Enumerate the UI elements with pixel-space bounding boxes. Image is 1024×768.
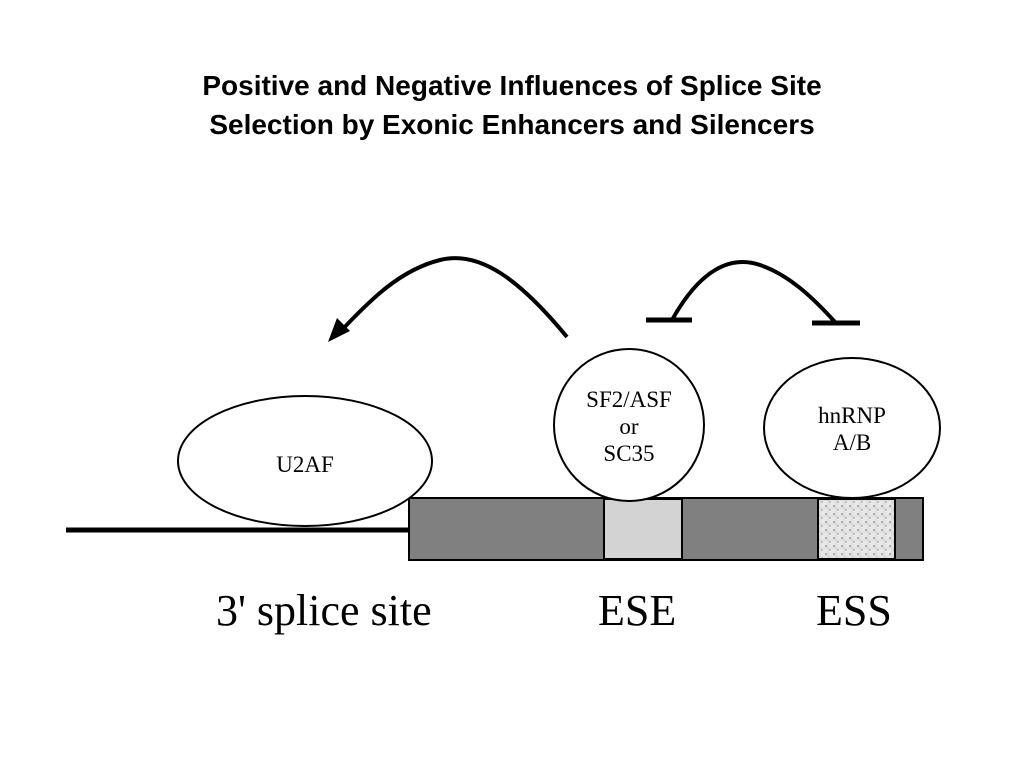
- ess-block: [817, 498, 896, 560]
- slide-title-line-2: Selection by Exonic Enhancers and Silenc…: [209, 109, 815, 140]
- ese-block: [603, 498, 683, 560]
- slide-title-line-1: Positive and Negative Influences of Spli…: [202, 70, 822, 101]
- u2af-label: U2AF: [225, 451, 385, 478]
- ese-label: ESE: [598, 586, 677, 635]
- inhibition-arc: [670, 260, 837, 324]
- u2af-oval: [177, 395, 433, 527]
- sr-protein-line-2: or: [619, 414, 639, 439]
- hnrnp-line-2: A/B: [832, 430, 872, 455]
- ess-label: ESS: [816, 586, 892, 635]
- hnrnp-oval: [763, 357, 941, 499]
- sr-protein-line-3: SC35: [603, 441, 655, 466]
- u2af-text: U2AF: [276, 452, 334, 477]
- activation-arrow: [338, 256, 569, 339]
- arrow-head-icon: [328, 318, 350, 342]
- slide-title: Positive and Negative Influences of Spli…: [0, 66, 1024, 144]
- hnrnp-label: hnRNP A/B: [792, 402, 912, 456]
- sr-protein-line-1: SF2/ASF: [586, 387, 672, 412]
- hnrnp-line-1: hnRNP: [818, 403, 886, 428]
- sr-protein-oval: [553, 348, 705, 502]
- splice-site-label: 3' splice site: [216, 586, 432, 635]
- sr-protein-label: SF2/ASF or SC35: [569, 386, 689, 467]
